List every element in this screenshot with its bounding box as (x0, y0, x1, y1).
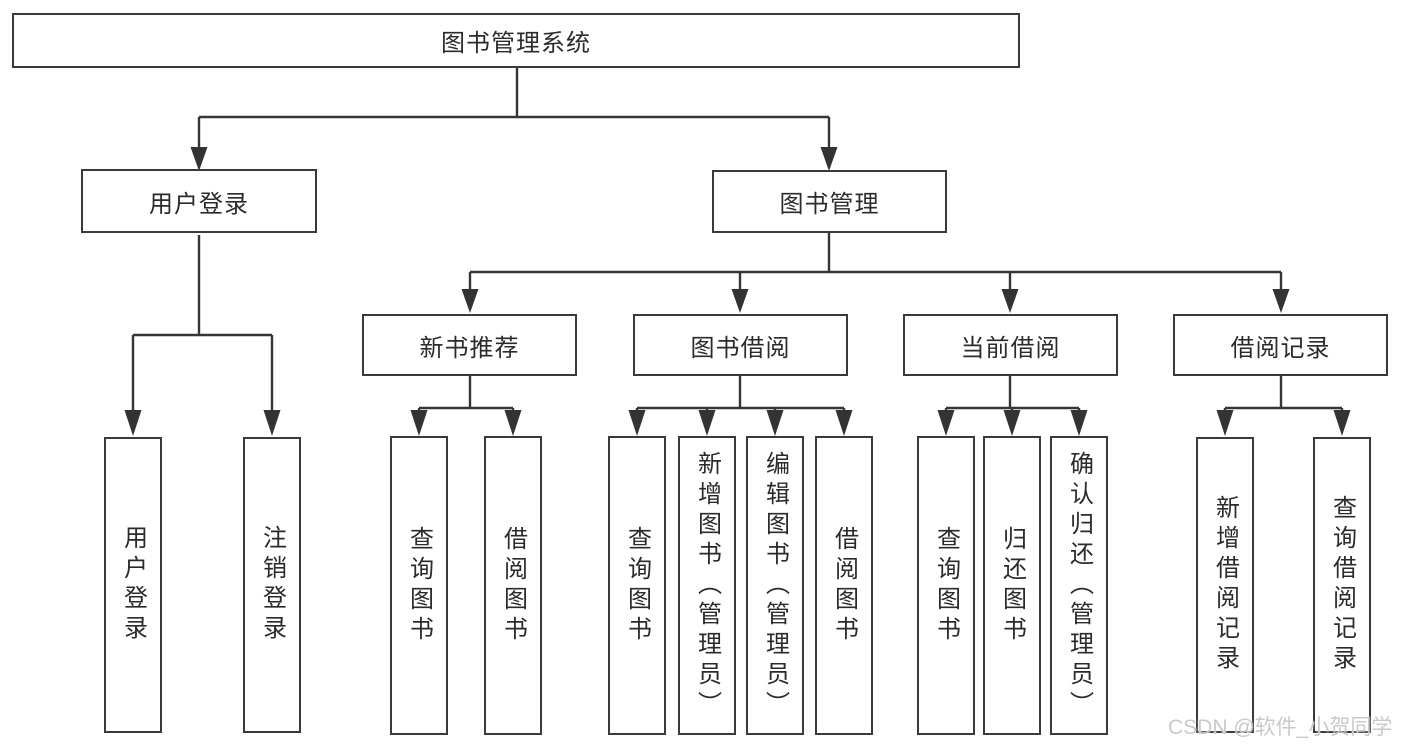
leaf-label: 用户登录 (119, 525, 147, 645)
node-book-borrowing: 图书借阅 (633, 314, 848, 376)
leaf-label: 注销登录 (258, 525, 286, 645)
leaf-add-books-admin: 新增图书（管理员） (678, 436, 736, 735)
node-label: 图书管理系统 (441, 30, 591, 57)
leaf-query-books-recommend: 查询图书 (390, 436, 448, 735)
leaf-label: 编辑图书（管理员） (761, 450, 789, 721)
node-library-system: 图书管理系统 (12, 13, 1020, 68)
leaf-label: 查询图书 (405, 525, 433, 646)
leaf-return-books: 归还图书 (983, 436, 1041, 735)
connector-user-login-to-leaves (124, 235, 281, 436)
leaf-label: 归还图书 (998, 525, 1026, 646)
connector-borrow-records-to-leaves (1216, 376, 1351, 436)
connector-book-mgmt-to-level3 (461, 233, 1290, 313)
leaf-edit-books-admin: 编辑图书（管理员） (746, 436, 804, 735)
leaf-query-books-current: 查询图书 (917, 436, 975, 735)
leaf-user-login: 用户登录 (104, 437, 162, 733)
leaf-label: 查询图书 (623, 525, 651, 646)
node-label: 用户登录 (149, 190, 249, 218)
leaf-add-borrow-record: 新增借阅记录 (1196, 437, 1254, 733)
leaf-query-borrow-record: 查询借阅记录 (1313, 437, 1371, 733)
leaf-label: 借阅图书 (499, 525, 527, 646)
connector-root-to-level2 (190, 68, 838, 171)
leaf-label: 新增图书（管理员） (693, 450, 721, 721)
leaf-label: 查询图书 (932, 525, 960, 646)
leaf-query-books-borrow: 查询图书 (608, 436, 666, 735)
leaf-borrow-books: 借阅图书 (815, 436, 873, 735)
connector-current-borrow-to-leaves (937, 376, 1088, 436)
connector-book-borrow-to-leaves (628, 376, 853, 436)
leaf-confirm-return-admin: 确认归还（管理员） (1050, 436, 1108, 735)
leaf-label: 新增借阅记录 (1211, 495, 1239, 675)
leaf-label: 查询借阅记录 (1328, 495, 1356, 675)
node-label: 借阅记录 (1230, 334, 1331, 362)
node-label: 当前借阅 (960, 334, 1061, 362)
csdn-watermark: CSDN @软件_小贺同学 (1168, 716, 1393, 739)
node-borrow-records: 借阅记录 (1173, 314, 1388, 376)
node-current-borrowing: 当前借阅 (903, 314, 1118, 376)
node-user-login: 用户登录 (81, 169, 317, 233)
node-book-management: 图书管理 (712, 170, 947, 233)
node-label: 图书借阅 (690, 334, 791, 362)
connector-new-book-to-leaves (410, 376, 522, 436)
leaf-logout: 注销登录 (243, 437, 301, 733)
leaf-borrow-books-recommend: 借阅图书 (484, 436, 542, 735)
node-new-book-recommend: 新书推荐 (362, 314, 577, 376)
node-label: 新书推荐 (419, 334, 520, 362)
leaf-label: 确认归还（管理员） (1065, 450, 1093, 721)
node-label: 图书管理 (779, 191, 880, 218)
leaf-label: 借阅图书 (830, 525, 858, 646)
